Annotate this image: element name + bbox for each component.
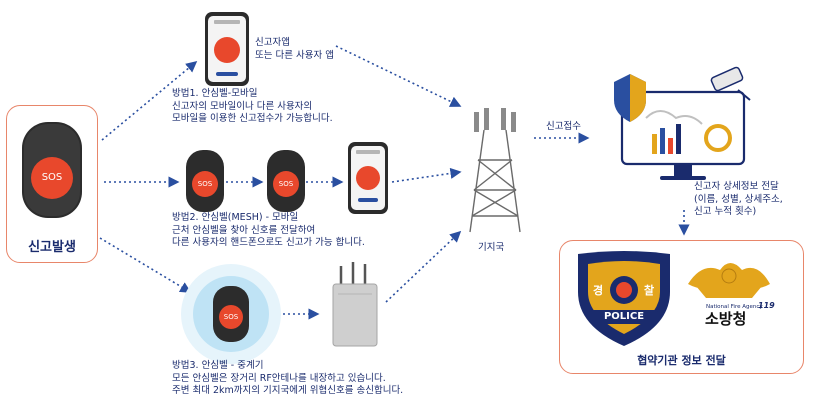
source-sos-label: SOS <box>41 172 63 183</box>
mesh-device-2-label: SOS <box>278 180 294 188</box>
receipt-label: 신고접수 <box>546 121 581 132</box>
source-title: 신고발생 <box>28 240 76 255</box>
arrow-phone2-to-tower <box>391 167 462 183</box>
fire-name-label: 소방청 <box>705 310 747 328</box>
details-label: 신고자 상세정보 전달 (이름, 성별, 상세주소, 신고 누적 횟수) <box>694 181 783 217</box>
arrow-phone-to-tower <box>335 45 462 107</box>
method1-phone-label: 신고자앱 또는 다른 사용자 앱 <box>255 37 334 61</box>
police-char-1: 경 <box>593 284 604 297</box>
police-char-2: 찰 <box>644 284 655 297</box>
fire-number-label: 119 <box>758 301 775 310</box>
method3-description: 방법3. 안심벨 - 중계기 모든 안심벨은 장거리 RF안테나를 내장하고 있… <box>172 360 404 396</box>
partner-title: 협약기관 정보 전달 <box>637 354 726 367</box>
method1-description: 방법1. 안심벨-모바일 신고자의 모바일이나 다른 사용자의 모바일을 이용한… <box>172 88 333 124</box>
relay-device-label: SOS <box>223 313 239 321</box>
police-text: POLICE <box>603 311 645 322</box>
arrow-relay-to-tower <box>385 230 462 303</box>
fire-small-label: National Fire Agency <box>706 304 763 310</box>
arrow-source-to-phone <box>101 60 198 141</box>
mesh-device-1-label: SOS <box>197 180 213 188</box>
tower-label: 기지국 <box>478 242 505 253</box>
method2-description: 방법2. 안심벨(MESH) - 모바일 근처 안심벨을 찾아 신호를 전달하여… <box>172 212 365 248</box>
